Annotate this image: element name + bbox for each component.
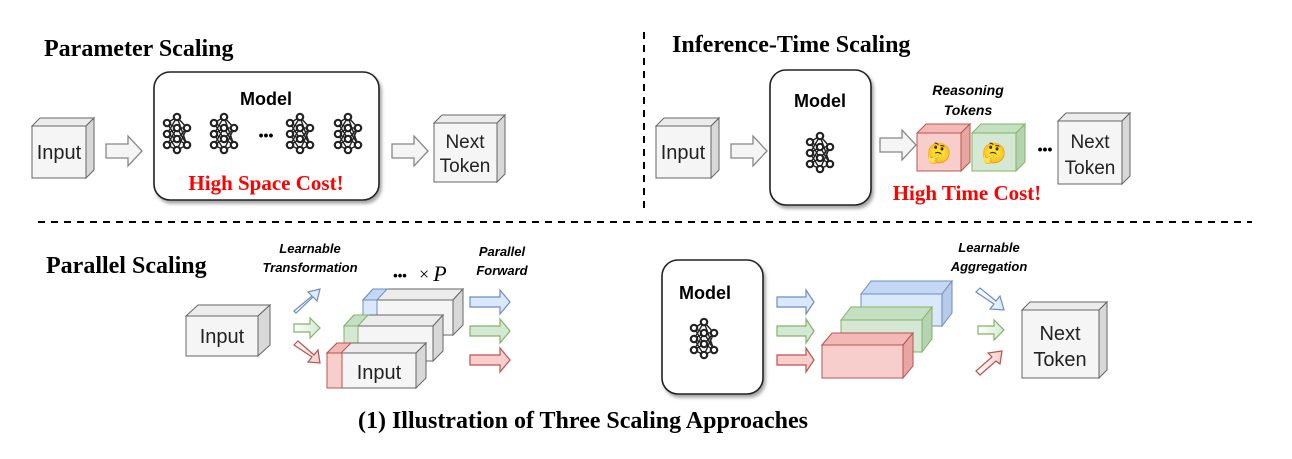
reasoning-tokens-label-line1: Reasoning [932, 82, 1004, 98]
post-model-arrow-red [776, 346, 815, 374]
transform-arrow-red [293, 340, 321, 364]
thinking-face-icon: 🤔 [982, 142, 1007, 165]
reasoning-token-green: 🤔 [970, 122, 1027, 173]
replicate-times-symbol: × [418, 264, 430, 284]
parallel-scaling-title: Parallel Scaling [46, 253, 207, 279]
parallel-output-label-line2: Token [1033, 349, 1086, 371]
parallel-output-box: Next Token [1020, 300, 1109, 380]
parallel-input-box: Input [184, 303, 272, 358]
transform-arrow-blue [293, 288, 321, 314]
arrow-right-icon [105, 135, 143, 167]
output-stream-red [820, 331, 915, 380]
reasoning-token-red: 🤔 [915, 122, 972, 173]
inference-output-box: Next Token [1056, 111, 1132, 186]
arrow-right-icon [879, 129, 917, 161]
aggregation-arrow-red [975, 350, 1003, 376]
parallel-scaling-section: Parallel Scaling Input Learnable Transfo… [46, 240, 1109, 395]
parallel-forward-label-line1: Parallel [479, 244, 526, 259]
learnable-transformation-label-line2: Transformation [262, 260, 357, 275]
learnable-aggregation-label-line2: Aggregation [950, 259, 1028, 274]
reasoning-tokens-label-line2: Tokens [944, 102, 993, 118]
transform-arrow-green [293, 316, 321, 340]
inference-scaling-title: Inference-Time Scaling [672, 32, 910, 58]
inference-model-label: Model [794, 91, 846, 111]
parameter-model-box: Model ••• High Space Cost! [153, 71, 380, 201]
inference-model-box: Model [769, 69, 872, 206]
learnable-transformation-label-line1: Learnable [279, 241, 340, 256]
replicate-ellipsis: ••• [393, 268, 407, 283]
inference-input-label: Input [661, 142, 706, 164]
parameter-scaling-section: Parameter Scaling Input Model ••• High S… [30, 36, 507, 201]
stacked-input-label: Input [357, 362, 402, 384]
post-model-arrow-blue [776, 288, 815, 316]
parameter-output-box: Next Token [432, 113, 507, 184]
figure-caption: (1) Illustration of Three Scaling Approa… [358, 408, 808, 434]
aggregation-arrow-blue [975, 287, 1005, 311]
parallel-output-label-line1: Next [1039, 323, 1081, 345]
thinking-face-icon: 🤔 [927, 142, 952, 165]
post-model-arrow-green [776, 317, 815, 345]
parameter-input-box: Input [30, 116, 96, 180]
parallel-model-label: Model [679, 283, 731, 303]
inference-output-label-line1: Next [1070, 132, 1110, 153]
learnable-aggregation-label-line1: Learnable [958, 240, 1019, 255]
inference-scaling-section: Inference-Time Scaling Input Model Reaso… [654, 32, 1132, 206]
parameter-model-label: Model [240, 89, 292, 109]
forward-arrow-red [469, 346, 511, 374]
parameter-scaling-title: Parameter Scaling [44, 36, 234, 62]
parameter-input-label: Input [37, 142, 82, 164]
arrow-right-icon [391, 135, 429, 167]
replicate-count-variable: P [432, 261, 446, 286]
parallel-input-label: Input [200, 326, 245, 348]
stacked-input-red: Input [325, 341, 428, 390]
forward-arrow-blue [469, 288, 511, 316]
parameter-output-label-line1: Next [445, 132, 485, 153]
parameter-model-ellipsis: ••• [259, 127, 274, 143]
forward-arrow-green [469, 317, 511, 345]
inference-output-label-line2: Token [1065, 158, 1116, 179]
inference-input-box: Input [654, 116, 721, 180]
parallel-model-box: Model [661, 259, 764, 395]
aggregation-arrow-green [977, 318, 1005, 342]
reasoning-ellipsis: ••• [1038, 141, 1053, 157]
high-time-cost-label: High Time Cost! [893, 181, 1042, 205]
arrow-right-icon [730, 135, 768, 167]
high-space-cost-label: High Space Cost! [188, 171, 343, 195]
parallel-forward-label-line2: Forward [476, 263, 528, 278]
parameter-output-label-line2: Token [440, 156, 491, 177]
